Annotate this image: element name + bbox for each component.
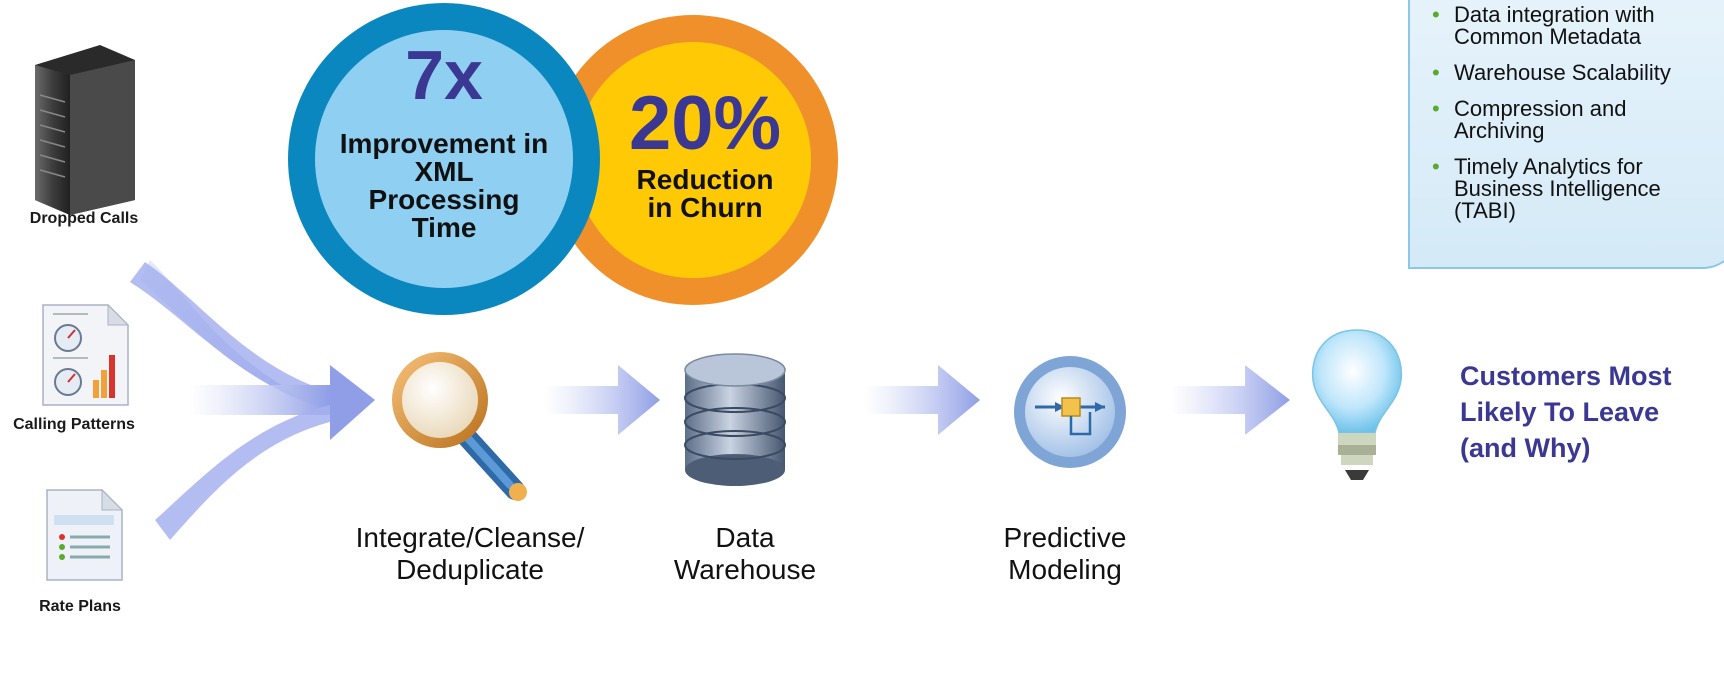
capability-line: (TABI) [1454, 198, 1516, 223]
report-gauge-icon [42, 303, 130, 406]
arrow-to-insight [1170, 365, 1290, 435]
source-label-calling-patterns: Calling Patterns [13, 416, 135, 433]
merge-arrow-middle [190, 385, 330, 415]
result-line: Likely To Leave [1460, 397, 1660, 427]
bullet-icon: • [1432, 154, 1440, 179]
magnifier-icon [392, 352, 527, 501]
capability-line: Timely Analytics for [1454, 154, 1643, 179]
metric-value-reduction: 20% [628, 81, 782, 166]
step-label-line: Warehouse [673, 554, 817, 585]
step-label-line: Integrate/Cleanse/ [355, 522, 585, 553]
step-label-modeling: Predictive Modeling [955, 522, 1175, 586]
metric-caption-improvement: Improvement in XML Processing Time [315, 130, 573, 242]
merge-arrow-bottom [155, 405, 330, 540]
step-label-line: Modeling [1008, 554, 1122, 585]
database-icon [684, 353, 786, 486]
arrow-to-modeling [865, 365, 980, 435]
metric-circle-left-inner [315, 30, 573, 288]
step-label-warehouse: Data Warehouse [635, 522, 855, 586]
bullet-icon: • [1432, 60, 1440, 85]
bullet-icon: • [1432, 2, 1440, 27]
metric-caption-line: Reduction [636, 164, 774, 195]
step-label-line: Predictive [1003, 522, 1127, 553]
metric-caption-line: Time [411, 212, 477, 243]
metric-circle-right-inner [575, 42, 811, 278]
result-line: (and Why) [1460, 433, 1591, 463]
metric-caption-line: XML [414, 156, 474, 187]
capability-line: Data integration with [1454, 2, 1655, 27]
merge-arrow-top-body [130, 262, 330, 410]
result-line: Customers Most [1460, 361, 1672, 391]
source-label-rate-plans: Rate Plans [39, 598, 121, 615]
metric-caption-line: Improvement in [339, 128, 549, 159]
metric-caption-line: Processing [368, 184, 520, 215]
capability-line: Archiving [1454, 118, 1545, 143]
step-label-integrate: Integrate/Cleanse/ Deduplicate [320, 522, 620, 586]
source-label-dropped-calls: Dropped Calls [29, 210, 139, 227]
capability-line: Business Intelligence [1454, 176, 1661, 201]
metric-caption-reduction: Reduction in Churn [615, 166, 795, 222]
arrow-to-warehouse [545, 365, 660, 435]
server-icon [35, 45, 135, 215]
step-label-line: Deduplicate [396, 554, 544, 585]
metric-value-improvement: 7x [405, 36, 483, 114]
capability-line: Common Metadata [1454, 24, 1642, 49]
result-text: Customers Most Likely To Leave (and Why) [1460, 358, 1720, 466]
document-form-icon [46, 488, 124, 581]
capabilities-panel [1408, 0, 1724, 269]
bullet-icon: • [1432, 96, 1440, 121]
metric-caption-line: in Churn [647, 192, 763, 223]
merge-arrow-head [330, 365, 375, 440]
capability-line: Compression and [1454, 96, 1627, 121]
step-label-line: Data [715, 522, 775, 553]
lightbulb-icon [1311, 329, 1403, 480]
flow-model-icon [1014, 356, 1126, 468]
capability-line: Warehouse Scalability [1454, 60, 1671, 85]
capability-item: • Warehouse Scalability [1432, 62, 1722, 84]
